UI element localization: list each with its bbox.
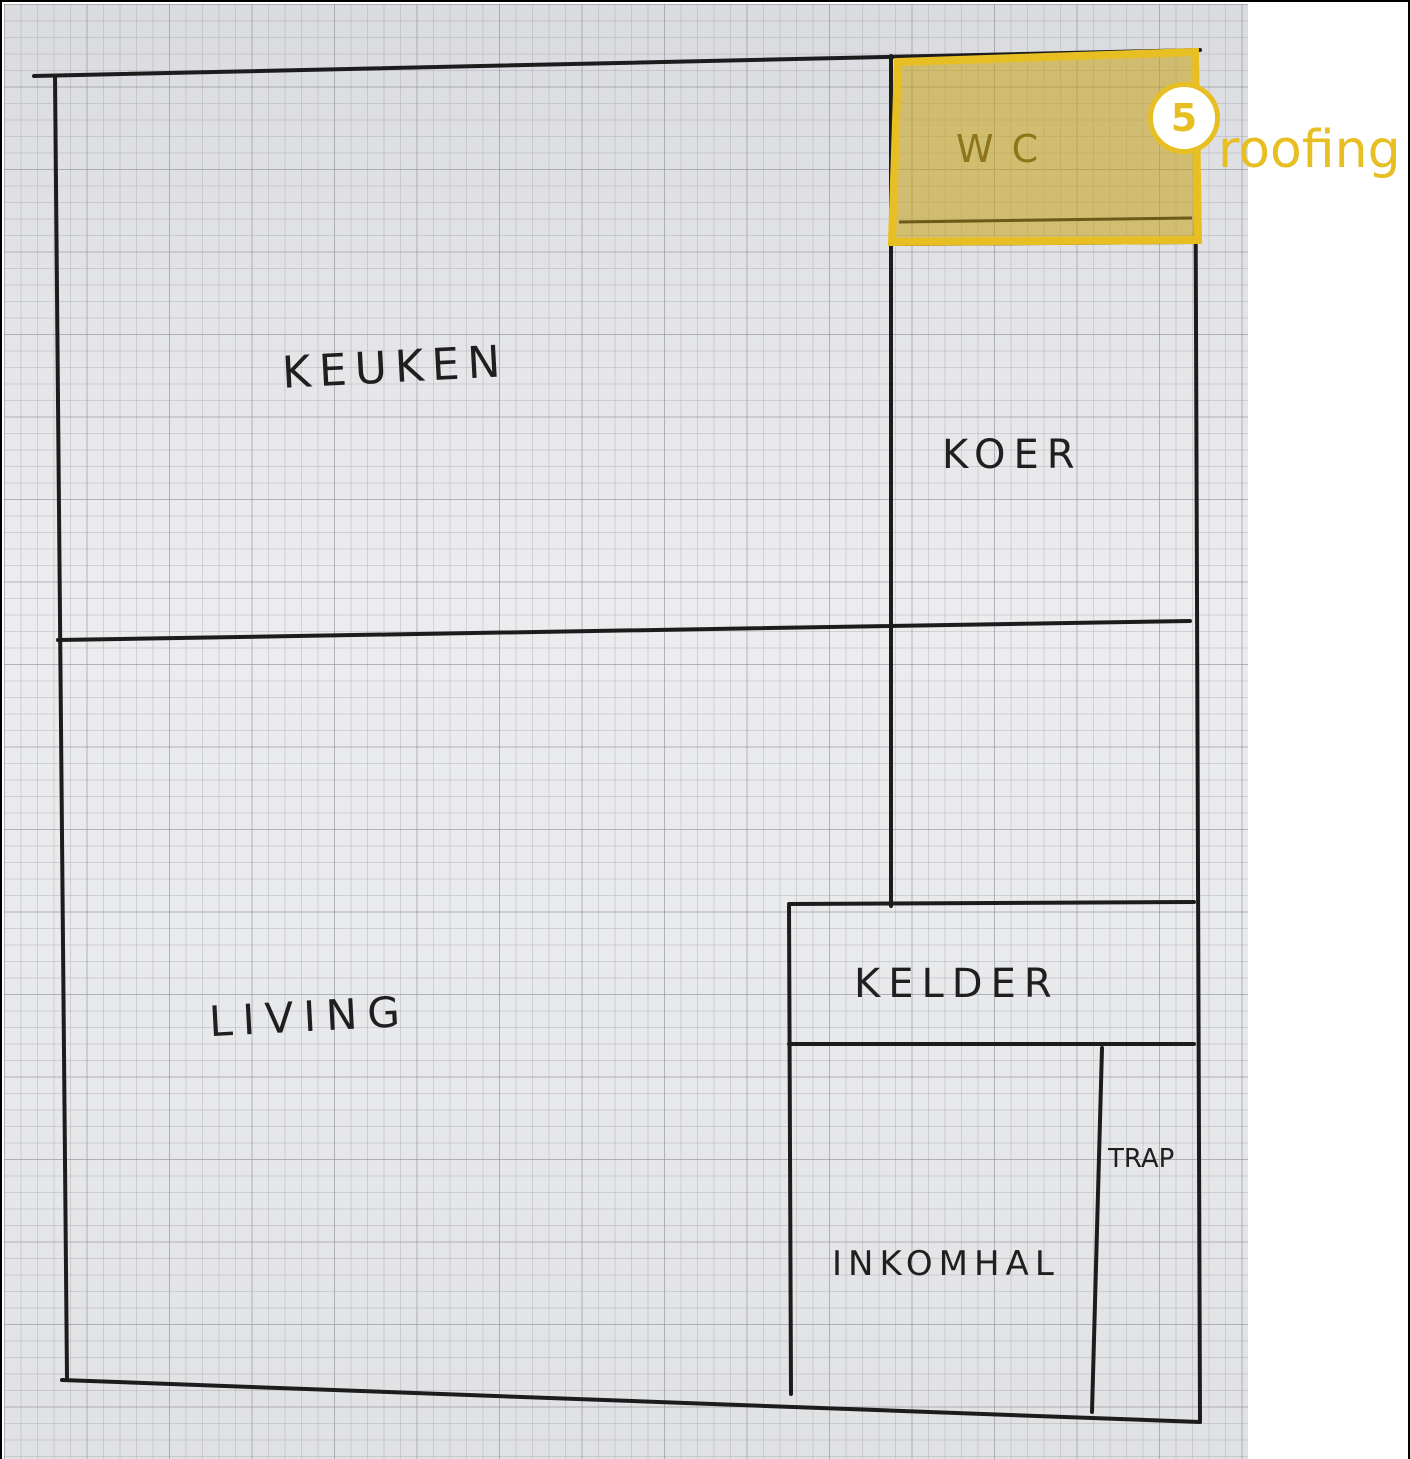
wall-kelder-top xyxy=(787,900,1196,906)
room-label-wc: WC xyxy=(956,127,1057,171)
room-label-living: LIVING xyxy=(207,986,412,1047)
wall-wc-koer xyxy=(895,240,1196,246)
wall-keuken-living xyxy=(56,619,1192,642)
room-label-koer: KOER xyxy=(942,432,1083,478)
graph-paper-sheet: KEUKEN WC KOER KELDER LIVING TRAP INKOMH… xyxy=(4,4,1248,1459)
outer-wall-bottom xyxy=(60,1378,1202,1424)
outer-wall-right xyxy=(1193,48,1202,1424)
wall-kelder-left xyxy=(787,904,793,1396)
step-label: roofing xyxy=(1218,120,1401,180)
step-number-badge[interactable]: 5 xyxy=(1148,82,1220,154)
floor-plan-drawing xyxy=(32,48,1202,1424)
room-label-trap: TRAP xyxy=(1108,1144,1175,1174)
wall-trap-inkomhal xyxy=(1090,1046,1104,1414)
outer-wall-left xyxy=(53,74,69,1380)
outer-wall-top xyxy=(32,48,1202,78)
room-label-inkomhal: INKOMHAL xyxy=(832,1244,1060,1284)
room-label-kelder: KELDER xyxy=(854,961,1060,1007)
